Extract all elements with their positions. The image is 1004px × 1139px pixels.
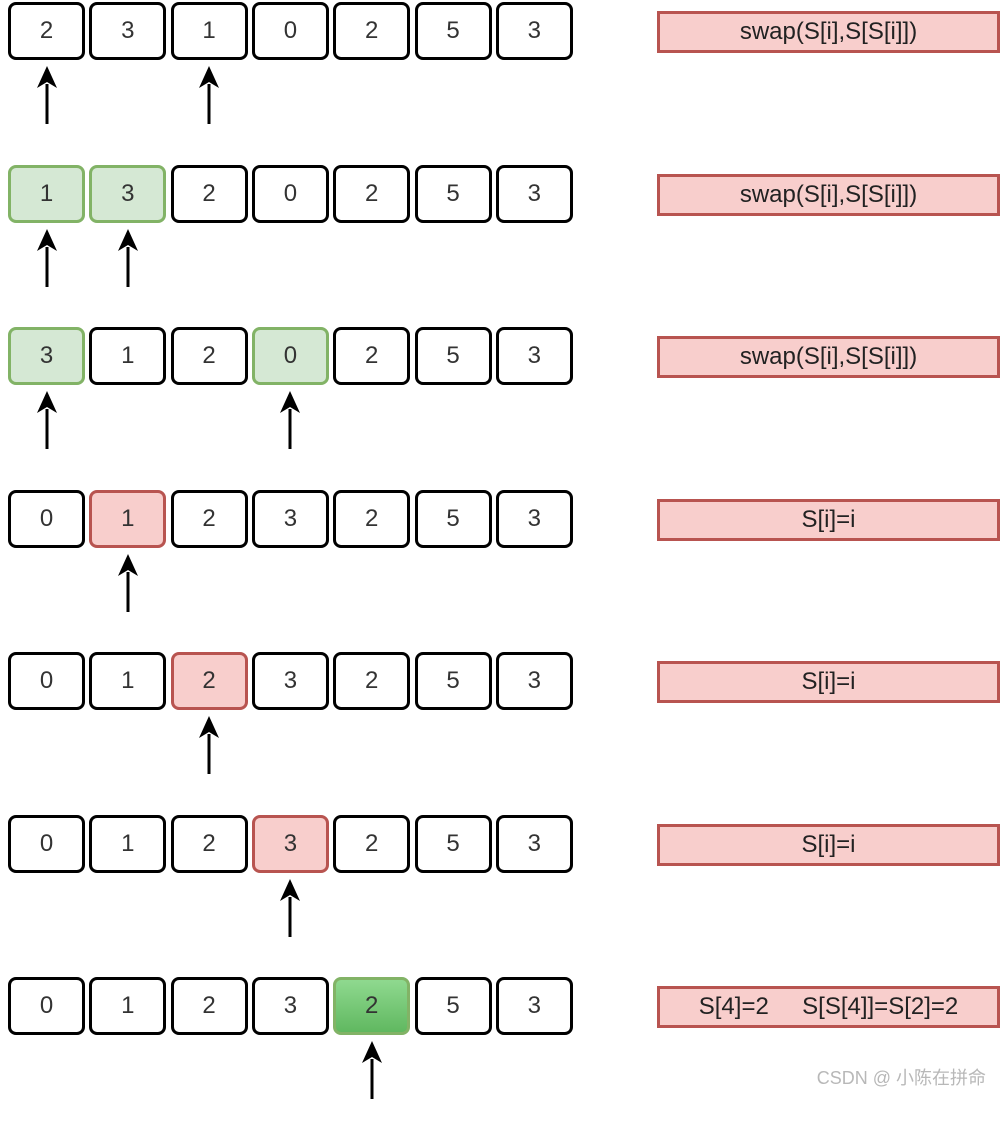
up-arrow-icon [117,228,138,287]
array-cell: 1 [89,652,167,710]
array-cell: 1 [89,489,167,548]
array-cell: 3 [495,489,573,548]
up-arrow-icon [280,391,301,449]
operation-label: S[i]=i [657,823,1000,866]
array-cell: 2 [333,489,411,548]
up-arrow-icon [361,1041,382,1099]
array-cell: 5 [414,977,492,1035]
array-cell: 2 [8,2,85,60]
array-cell: 2 [170,164,248,223]
array-cell: 0 [8,977,85,1035]
array-cell: 0 [251,2,329,60]
operation-label: S[4]=2 S[S[4]]=S[2]=2 [657,986,1000,1028]
array-cell: 5 [414,814,492,873]
array-cell: 0 [251,327,329,385]
array-cell: 2 [333,164,411,223]
operation-label: swap(S[i],S[S[i]]) [657,173,1000,216]
array-cell: 3 [495,814,573,873]
operation-label: S[i]=i [657,661,1000,703]
array-cell: 1 [170,2,248,60]
array-cell: 2 [333,977,411,1035]
array-cell: 5 [414,164,492,223]
array-cell: 2 [333,652,411,710]
operation-label: swap(S[i],S[S[i]]) [657,336,1000,378]
array-cell: 1 [89,327,167,385]
array-cell: 1 [89,977,167,1035]
array-cell: 2 [170,814,248,873]
array-cell: 0 [8,652,85,710]
up-arrow-icon [36,66,57,124]
array-cell: 2 [170,327,248,385]
array-cell: 2 [170,652,248,710]
up-arrow-icon [280,878,301,937]
array-cell: 3 [251,977,329,1035]
array-cell: 3 [495,2,573,60]
array-cell: 0 [8,489,85,548]
array-cell: 5 [414,2,492,60]
array-cell: 3 [495,652,573,710]
up-arrow-icon [117,553,138,612]
array-cell: 3 [89,164,167,223]
watermark: CSDN @ 小陈在拼命 [816,1068,986,1088]
array-cell: 5 [414,652,492,710]
array-cell: 3 [8,327,85,385]
operation-label: S[i]=i [657,498,1000,541]
array-cell: 1 [8,164,85,223]
array-cell: 3 [495,977,573,1035]
array-cell: 3 [89,2,167,60]
array-cell: 2 [170,489,248,548]
array-cell: 2 [333,814,411,873]
operation-label: swap(S[i],S[S[i]]) [657,11,1000,53]
up-arrow-icon [36,228,57,287]
up-arrow-icon [199,716,220,774]
array-cell: 3 [495,327,573,385]
array-cell: 3 [495,164,573,223]
array-cell: 1 [89,814,167,873]
array-cell: 2 [333,2,411,60]
array-cell: 0 [251,164,329,223]
array-cell: 0 [8,814,85,873]
array-cell: 5 [414,489,492,548]
up-arrow-icon [199,66,220,124]
array-cell: 2 [170,977,248,1035]
array-cell: 2 [333,327,411,385]
array-cell: 3 [251,489,329,548]
up-arrow-icon [36,391,57,449]
array-cell: 5 [414,327,492,385]
array-cell: 3 [251,652,329,710]
array-cell: 3 [251,814,329,873]
